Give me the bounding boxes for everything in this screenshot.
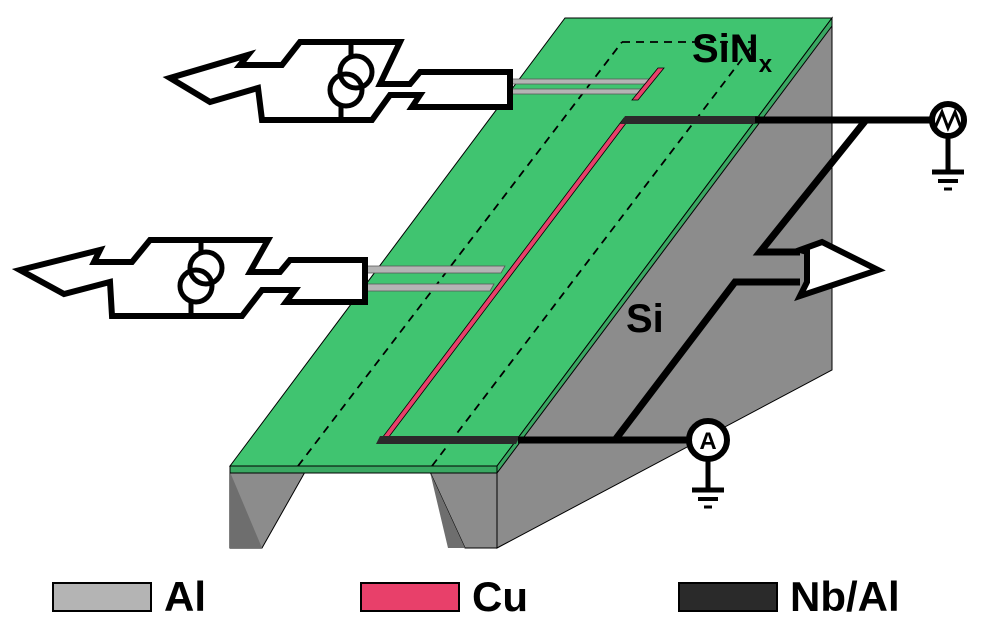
legend-label-nbal: Nb/Al <box>790 573 900 620</box>
ammeter-label: A <box>699 428 716 455</box>
window-edge-left <box>297 41 623 467</box>
al-lead-bottom-2 <box>355 283 495 292</box>
membrane-side-edge <box>496 16 833 475</box>
current-source-block-bottom <box>11 237 368 319</box>
legend-label-cu: Cu <box>472 573 528 620</box>
current-source-icon <box>327 44 375 118</box>
legend-al: Al <box>52 572 206 622</box>
legend-nbal: Nb/Al <box>678 572 900 622</box>
window-edge-right <box>431 41 756 467</box>
ground-icon <box>692 459 724 509</box>
legend-swatch-al <box>52 582 152 612</box>
sense-wire-lower <box>612 278 800 443</box>
groove-shadow-right <box>430 472 465 548</box>
current-source-icon <box>177 242 225 314</box>
ac-source-wave <box>933 108 963 132</box>
nbal-wire-bottom <box>376 436 520 444</box>
substrate-label: Si <box>626 297 664 341</box>
nbal-wire-top <box>620 116 760 124</box>
output-arrow-icon <box>790 238 886 302</box>
al-lead-top-1 <box>506 78 654 85</box>
sense-wire-upper <box>752 117 869 256</box>
current-source-block-top <box>162 39 513 123</box>
legend-cu: Cu <box>360 572 528 622</box>
legend-swatch-nbal <box>678 582 778 612</box>
legend-label-al: Al <box>164 573 206 620</box>
legend-swatch-cu <box>360 582 460 612</box>
ground-icon <box>932 136 964 191</box>
membrane-front-edge <box>229 465 498 474</box>
membrane-label: SiNx <box>692 27 773 78</box>
groove-shadow-left <box>230 472 262 548</box>
al-lead-top-2 <box>499 88 645 95</box>
cu-strip-short <box>631 67 665 101</box>
al-lead-bottom-1 <box>363 265 506 274</box>
